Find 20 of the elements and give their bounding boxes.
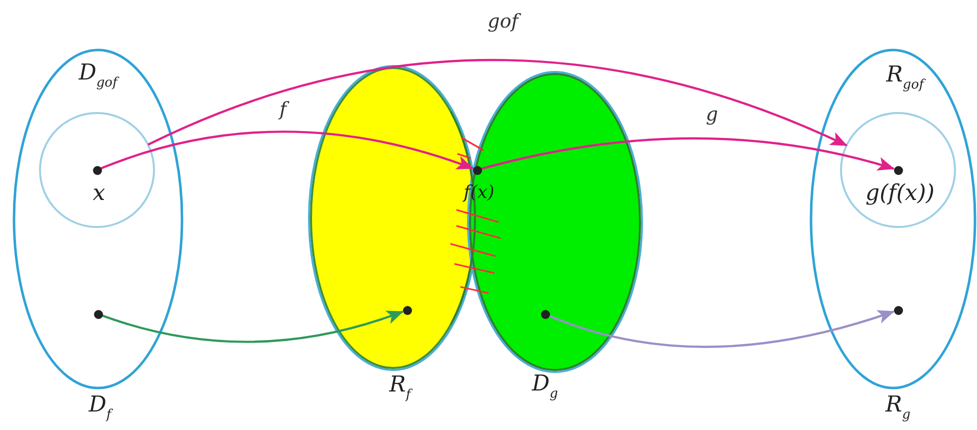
set-label: D$_{gof}$ [78, 62, 118, 90]
arrow [148, 58, 848, 146]
arrow [100, 130, 474, 170]
arrow [102, 310, 404, 343]
edge-label: f [277, 100, 289, 120]
point-dot [92, 308, 104, 320]
set-label: R$_{g}$ [886, 394, 910, 422]
set-label: R$_{gof}$ [886, 64, 924, 92]
set-label: D$_{f}$ [88, 394, 112, 422]
point-label: x [92, 183, 106, 205]
point-dot [401, 304, 413, 316]
edge-label: gof [486, 12, 520, 32]
arrow [548, 310, 895, 348]
point-label: g(f(x)) [866, 183, 934, 205]
set-label: R$_{f}$ [389, 374, 411, 402]
arrow [481, 137, 895, 171]
subset-circle [40, 62, 154, 227]
point-dot [539, 308, 551, 320]
point-dot [892, 304, 904, 316]
set-label: D$_{g}$ [532, 374, 558, 400]
